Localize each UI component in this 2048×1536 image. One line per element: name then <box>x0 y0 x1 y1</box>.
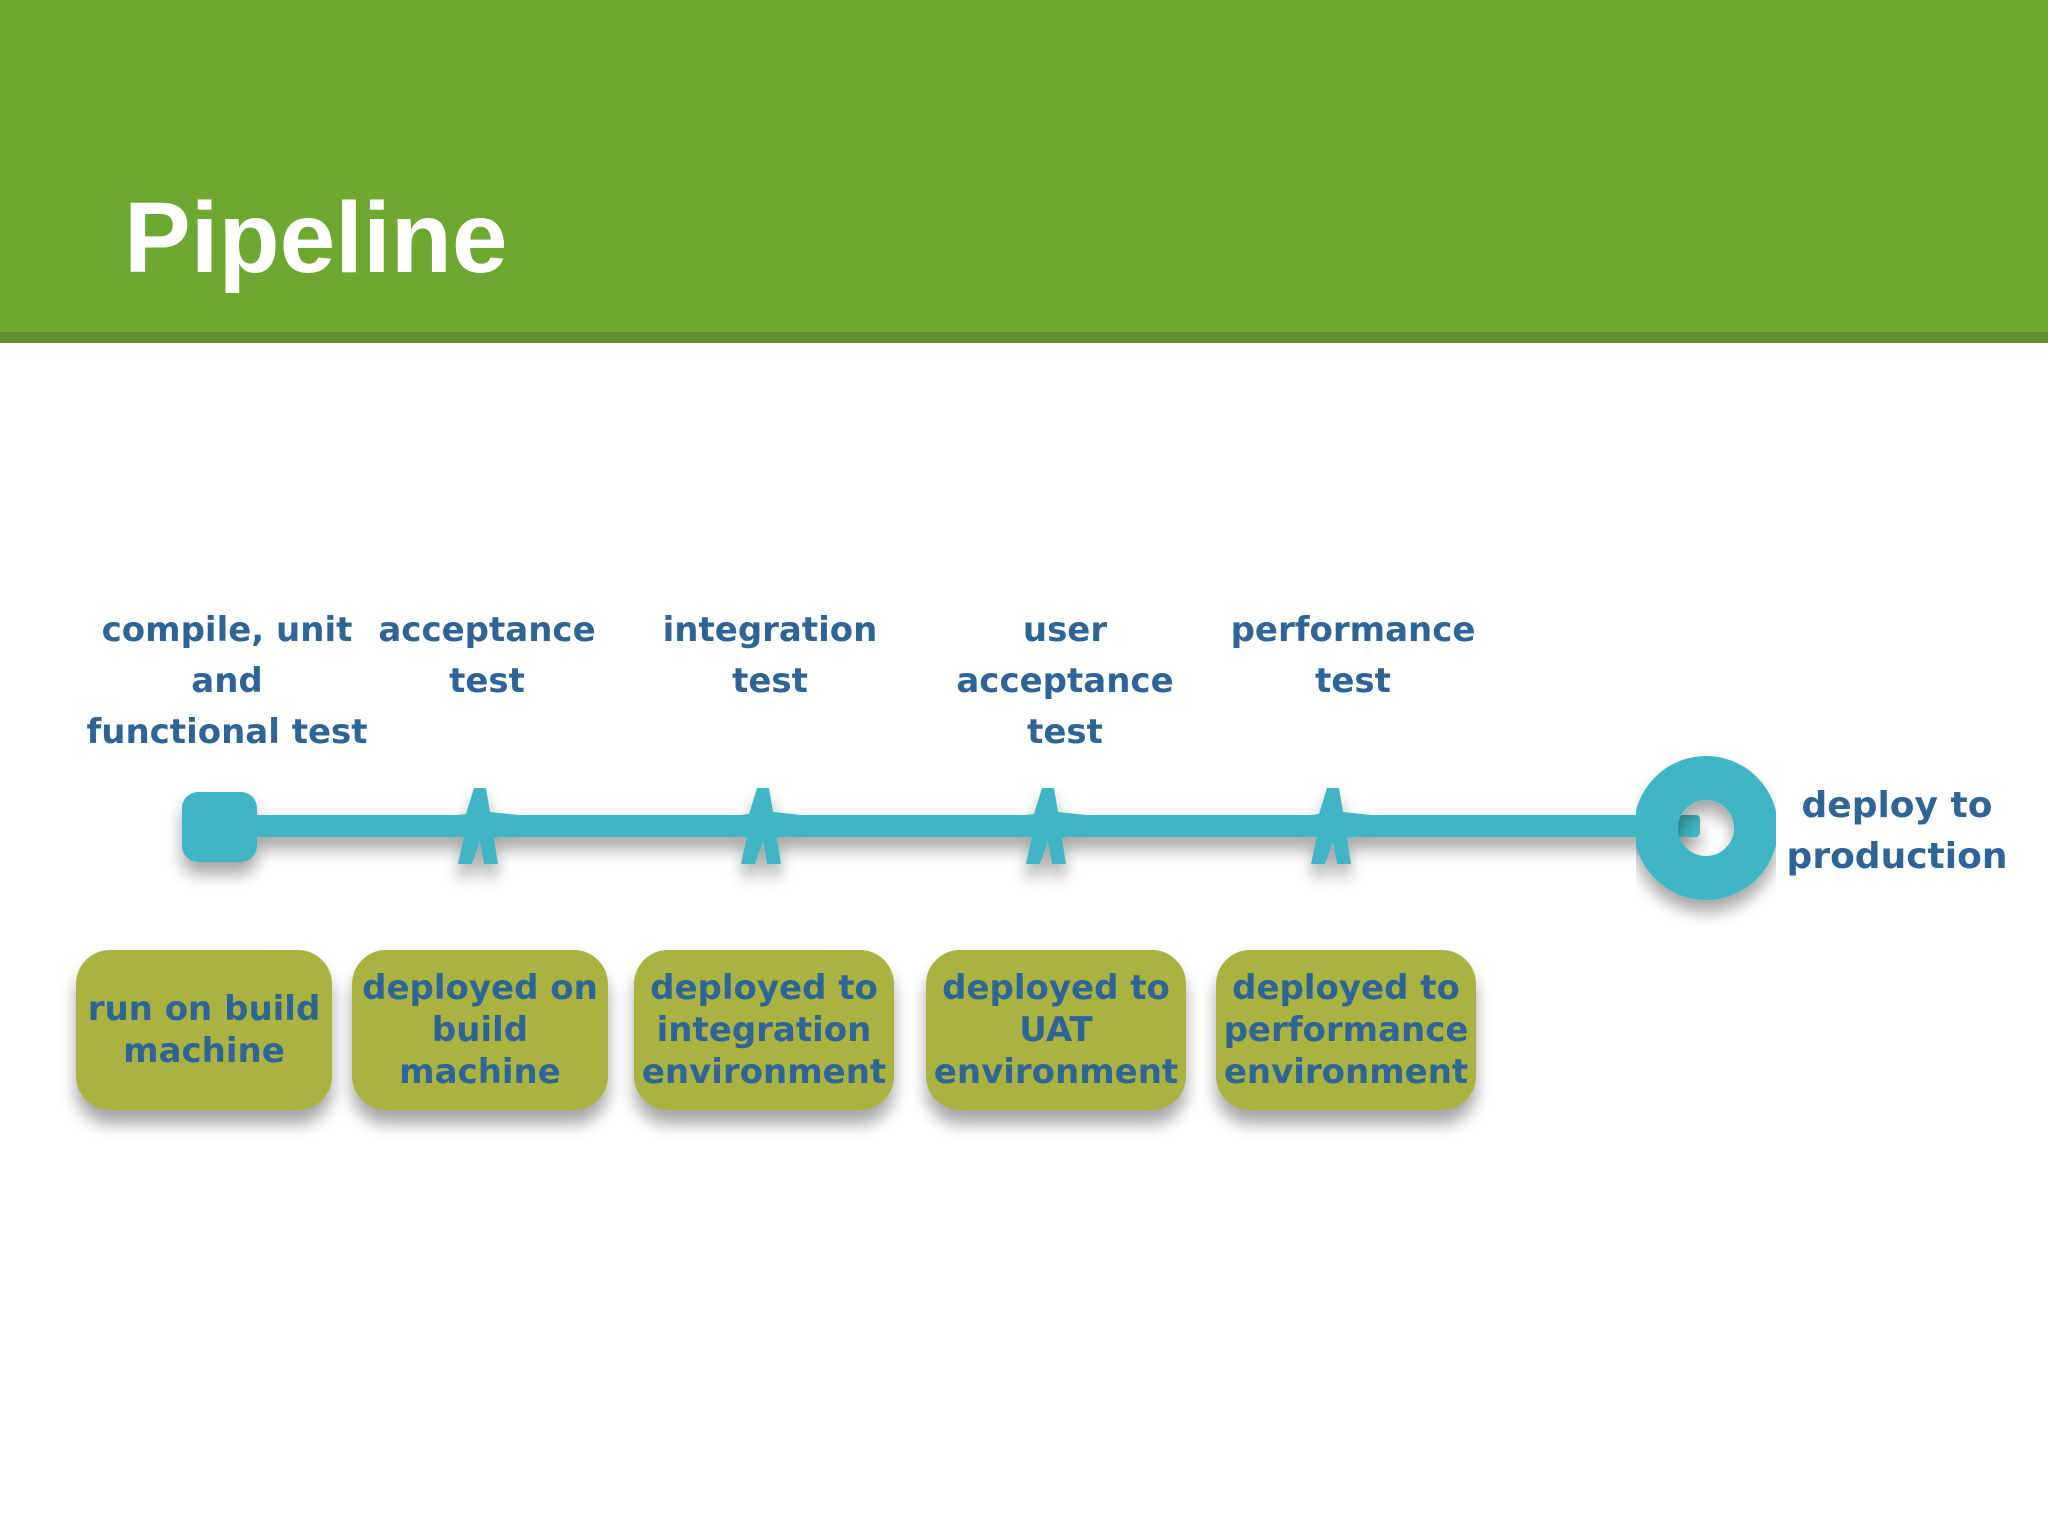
stage-marker-integration <box>715 788 811 864</box>
env-text: deployed to UAT environment <box>933 968 1179 1092</box>
pipeline-line <box>200 815 1700 837</box>
env-text: deployed on build machine <box>362 968 598 1092</box>
stage-marker-performance <box>1285 788 1381 864</box>
env-text: deployed to performance environment <box>1223 968 1469 1092</box>
stage-label-compile: compile, unit and functional test <box>86 610 368 752</box>
env-box-uat: deployed to UAT environment <box>926 950 1186 1110</box>
env-box-performance: deployed to performance environment <box>1216 950 1476 1110</box>
slide-title: Pipeline <box>124 182 508 294</box>
production-node <box>1634 756 1778 900</box>
stage-label-uat: user acceptance test <box>956 610 1174 752</box>
header-bar <box>0 0 2048 332</box>
stage-marker-uat <box>1000 788 1096 864</box>
env-box-deployed-on-build: deployed on build machine <box>352 950 608 1110</box>
start-node <box>182 792 257 862</box>
env-text: run on build machine <box>87 989 321 1071</box>
stage-label-performance: performance test <box>1230 610 1476 701</box>
env-box-build-machine: run on build machine <box>76 950 332 1110</box>
stage-marker-acceptance <box>432 788 528 864</box>
header-rule <box>0 332 2048 343</box>
stage-label-acceptance: acceptance test <box>378 610 596 701</box>
env-box-integration: deployed to integration environment <box>634 950 894 1110</box>
stage-label-integration: integration test <box>662 610 878 701</box>
deploy-to-production-label: deploy to production <box>1786 785 2008 877</box>
env-text: deployed to integration environment <box>641 968 887 1092</box>
